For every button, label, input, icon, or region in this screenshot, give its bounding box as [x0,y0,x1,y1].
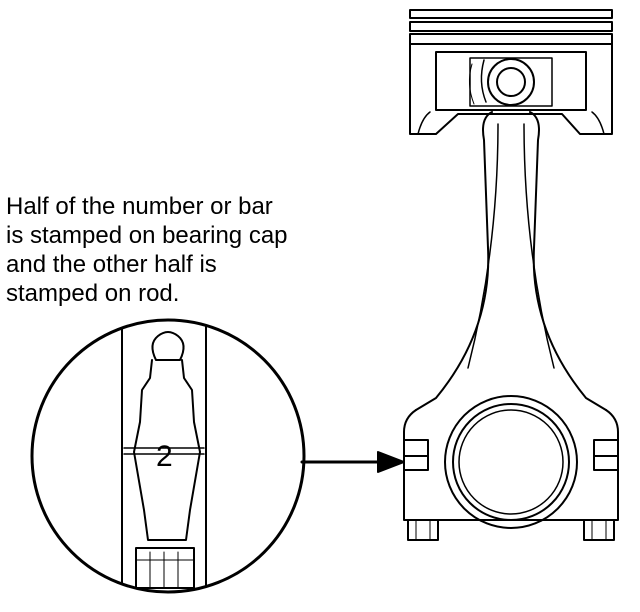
big-end-outline [403,409,619,521]
stamp-head [151,331,185,361]
beam-left-inner [467,123,499,369]
connecting-rod-beam [415,111,607,411]
piston [409,9,613,135]
bearing-outer [444,395,578,529]
caption-line-4: stamped on rod. [6,280,180,307]
caption-line-3: and the other half is [6,251,217,278]
caption-text: Half of the number or bar is stamped on … [6,192,288,308]
left-bolt-nut [407,519,439,541]
arrow-head [377,451,405,473]
wrist-pin-shade [480,59,487,103]
bearing-inner [458,409,564,515]
caption-line-2: is stamped on bearing cap [6,222,288,249]
caption-line-1: Half of the number or bar [6,193,273,220]
piston-ring-1 [409,9,613,19]
skirt-right-detail [591,111,605,135]
detail-circle-frame [30,318,306,594]
piston-ring-3 [409,33,613,45]
right-bolt-nut [583,519,615,541]
stamp-number: 2 [156,440,173,473]
beam-left-edge [415,111,493,411]
big-end [403,395,619,541]
stamp-bar-outline [133,359,201,541]
pin-boss [435,51,587,111]
skirt-left-detail [417,111,431,135]
boss-shade [468,63,475,105]
wrist-pin-outer [487,58,535,106]
beam-right-inner [523,123,555,369]
wrist-pin-inner [496,67,526,97]
detail-view: 2 [30,318,306,594]
bearing-shell [452,403,570,521]
beam-right-edge [529,111,607,411]
pointer-arrow [300,451,405,473]
piston-ring-2 [409,21,613,32]
detail-bolt-nut [135,547,195,589]
